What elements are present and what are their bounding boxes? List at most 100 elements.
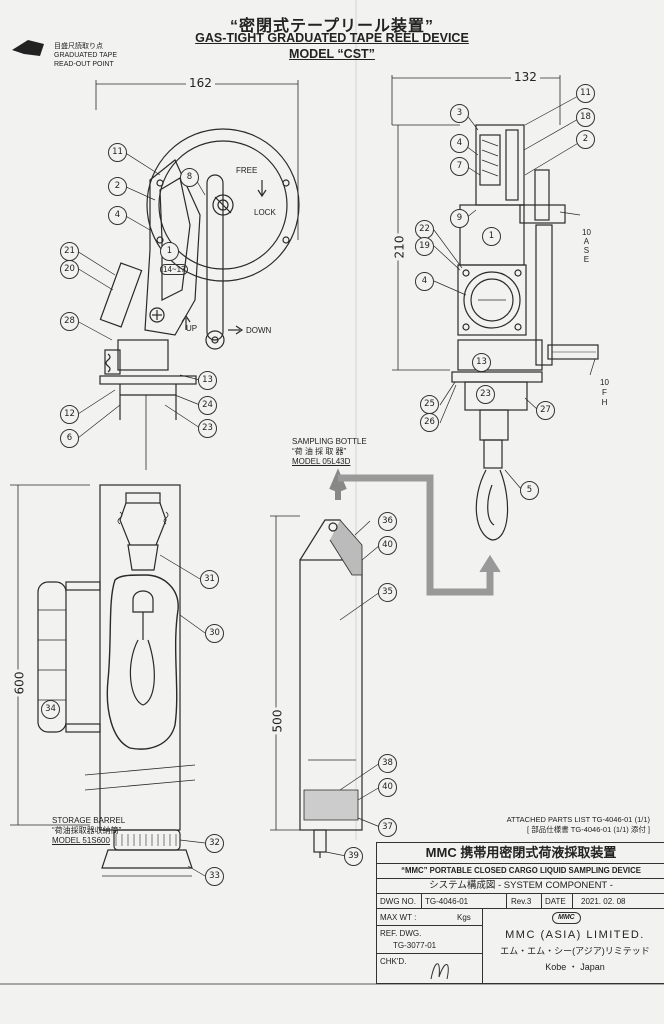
balloon: 32 [205,834,224,853]
balloon: 1 [160,242,179,261]
balloon: 6 [60,429,79,448]
balloon: 33 [205,867,224,886]
readout-jp: 目盛尺読取り点 [54,43,103,50]
balloon: 36 [378,512,397,531]
balloon: 40 [378,536,397,555]
title-model: MODEL “CST” [289,47,375,61]
balloon: 9 [450,209,469,228]
tb-max-wt-label: MAX WT : [380,913,417,922]
tb-company-en: MMC (ASIA) LIMITED. [505,929,645,941]
balloon: 28 [60,312,79,331]
bottle-line3: MODEL 05L43D [292,457,351,466]
bottle-line2: “荷 油 採 取 器” [292,447,347,456]
balloon: 8 [180,168,199,187]
balloon: 30 [205,624,224,643]
title-english: GAS-TIGHT GRADUATED TAPE REEL DEVICE [195,31,469,45]
readout-marker-icon [12,40,44,56]
barrel-line2: “荷油採取器収納筒” [52,826,122,835]
range-label: 14~17 [160,264,189,275]
balloon: 24 [198,396,217,415]
fh-label-1: F [602,388,607,397]
readout-note: 目盛尺読取り点 GRADUATED TAPE READ-OUT POINT [54,42,117,69]
balloon: 4 [450,134,469,153]
parts-line2: [ 部品仕様書 TG-4046-01 (1/1) 添付 ] [527,825,650,834]
tb-product: “MMC” PORTABLE CLOSED CARGO LIQUID SAMPL… [377,864,664,879]
mmc-logo: MMC [552,912,581,924]
up-label: UP [186,324,198,333]
tb-date: 2021. 02. 08 [581,897,626,906]
balloon: 3 [450,104,469,123]
readout-en1: GRADUATED TAPE [54,52,118,59]
balloon: 21 [60,242,79,261]
balloon: 1 [482,227,501,246]
fh-label-0: 10 [600,378,609,387]
readout-en2: READ-OUT POINT [54,61,114,68]
balloon: 2 [576,130,595,149]
barrel-line1: STORAGE BARREL [52,816,126,825]
balloon: 4 [415,272,434,291]
tb-dwg-no: TG-4046-01 [425,897,469,906]
balloon: 37 [378,818,397,837]
bottle-line1: SAMPLING BOTTLE [292,437,367,446]
balloon: 2 [108,177,127,196]
down-label: DOWN [246,326,272,335]
tb-company-title: MMC 携帯用密閉式荷液採取装置 [377,843,664,864]
bottle-caption: SAMPLING BOTTLE “荷 油 採 取 器” MODEL 05L43D [292,437,367,467]
balloon: 31 [200,570,219,589]
balloon: 20 [60,260,79,279]
signature-icon [430,963,449,980]
tb-rev: Rev.3 [511,897,532,906]
balloon: 11 [108,143,127,162]
tb-system: システム構成図 - SYSTEM COMPONENT - [377,879,664,894]
balloon: 25 [420,395,439,414]
balloon: 40 [378,778,397,797]
balloon: 23 [198,419,217,438]
tb-date-label: DATE [545,897,566,906]
lock-label: LOCK [254,208,276,217]
case-label-2: S [583,246,590,255]
balloon: 23 [476,385,495,404]
balloon: 18 [576,108,595,127]
fh-label: 10 F H [600,378,609,408]
dim-barrel-height: 600 [12,669,27,697]
fh-label-2: H [601,398,608,407]
balloon: 5 [520,481,539,500]
title-block: MMC 携帯用密閉式荷液採取装置 “MMC” PORTABLE CLOSED C… [376,842,664,984]
dim-width-side: 132 [511,70,540,84]
dim-height-side: 210 [392,233,407,261]
parts-list-note: ATTACHED PARTS LIST TG-4046-01 (1/1) [ 部… [507,815,650,835]
tb-dwg-no-label: DWG NO. [380,897,416,906]
title-japanese: “密閉式テープリール装置” [229,18,435,35]
balloon: 7 [450,157,469,176]
tb-max-wt-unit: Kgs [457,913,471,922]
balloon: 11 [576,84,595,103]
tb-dwg-row [377,894,664,909]
balloon: 35 [378,583,397,602]
tb-ref-dwg: TG-3077-01 [393,941,437,950]
dim-bottle-height: 500 [270,707,285,735]
balloon: 26 [420,413,439,432]
balloon: 38 [378,754,397,773]
balloon: 12 [60,405,79,424]
balloon: 34 [41,700,60,719]
tb-chkd-label: CHK'D. [380,957,407,966]
parts-line1: ATTACHED PARTS LIST TG-4046-01 (1/1) [506,815,650,824]
balloon: 39 [344,847,363,866]
balloon: 19 [415,237,434,256]
balloon: 13 [472,353,491,372]
tb-ref-dwg-label: REF. DWG. [380,929,422,938]
case-label-1: A [583,237,590,246]
tb-company-jp: エム・エム・シー(アジア)リミテッド [500,946,650,956]
free-label: FREE [236,166,258,175]
case-label-3: E [583,255,590,264]
dim-width-front: 162 [186,76,215,90]
barrel-caption: STORAGE BARREL “荷油採取器収納筒” MODEL 51S600 [52,816,125,846]
balloon: 27 [536,401,555,420]
balloon: 13 [198,371,217,390]
balloon: 4 [108,206,127,225]
case-label-0: 10 [582,228,591,237]
case-label: 10 A S E [582,228,591,264]
tb-location: Kobe ・ Japan [545,962,605,972]
